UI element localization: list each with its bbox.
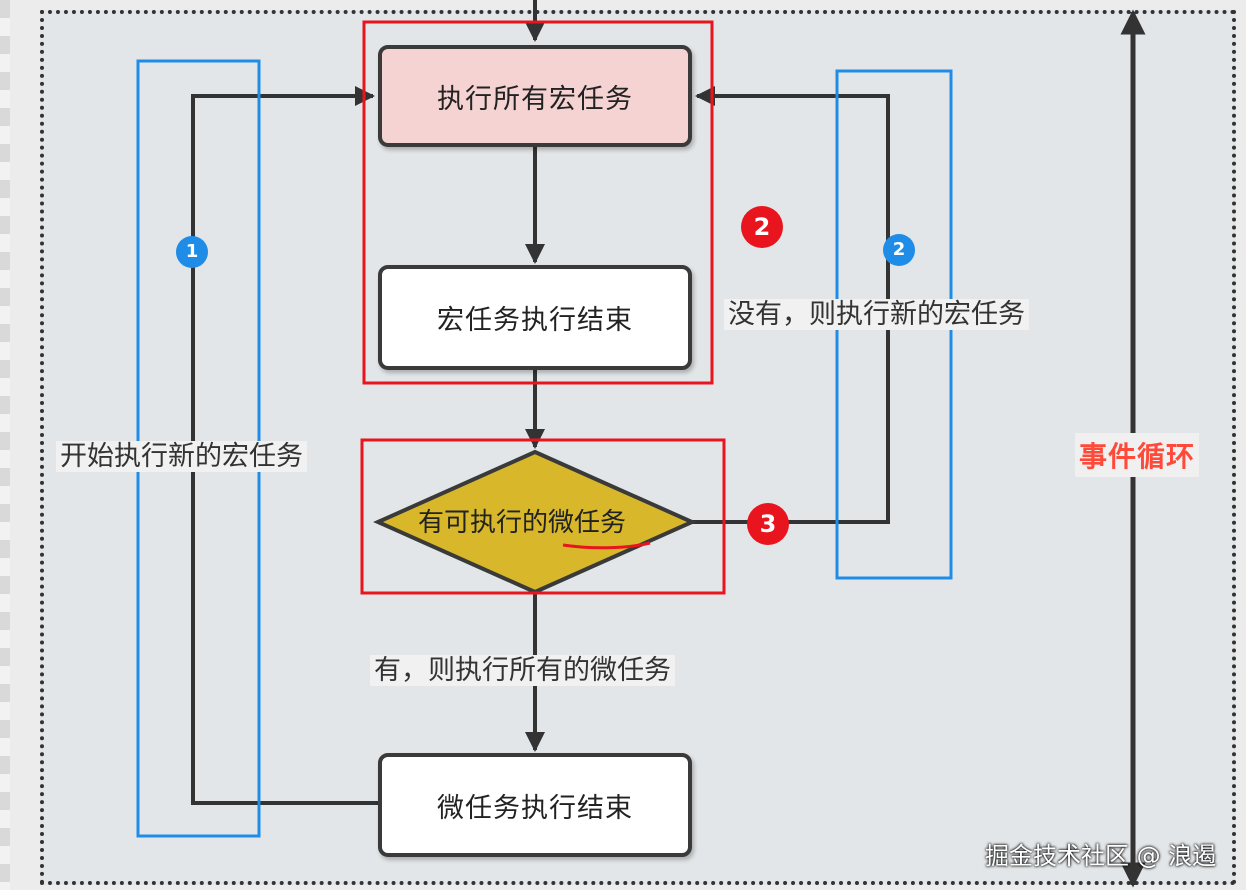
watermark: 掘金技术社区 @ 浪遏 <box>985 842 1217 870</box>
underline-micro <box>562 541 651 550</box>
loop-start-label: 开始执行新的宏任务 <box>56 441 307 472</box>
macrotask-done-label: 宏任务执行结束 <box>437 305 633 336</box>
no-branch-label: 没有，则执行新的宏任务 <box>724 299 1029 330</box>
red-highlight-decision <box>360 438 726 595</box>
exec-macrotasks-label: 执行所有宏任务 <box>437 83 633 115</box>
decision-label: 有可执行的微任务 <box>418 508 627 538</box>
badge-red-2: 2 <box>741 206 783 248</box>
badge-blue-2: 2 <box>883 234 915 266</box>
badge-blue-1: 1 <box>176 236 208 268</box>
microtask-done-label: 微任务执行结束 <box>437 792 633 824</box>
macrotask-done-node: 宏任务执行结束 <box>378 265 692 370</box>
decision-diamond <box>373 449 697 595</box>
red-highlight-macro-group <box>362 20 714 385</box>
left-edge-strip <box>0 0 10 890</box>
badge-red-3: 3 <box>747 503 789 545</box>
event-loop-label: 事件循环 <box>1075 433 1200 477</box>
exec-macrotasks-node: 执行所有宏任务 <box>378 45 692 147</box>
yes-branch-label: 有，则执行所有的微任务 <box>370 655 675 686</box>
microtask-done-node: 微任务执行结束 <box>378 753 692 857</box>
